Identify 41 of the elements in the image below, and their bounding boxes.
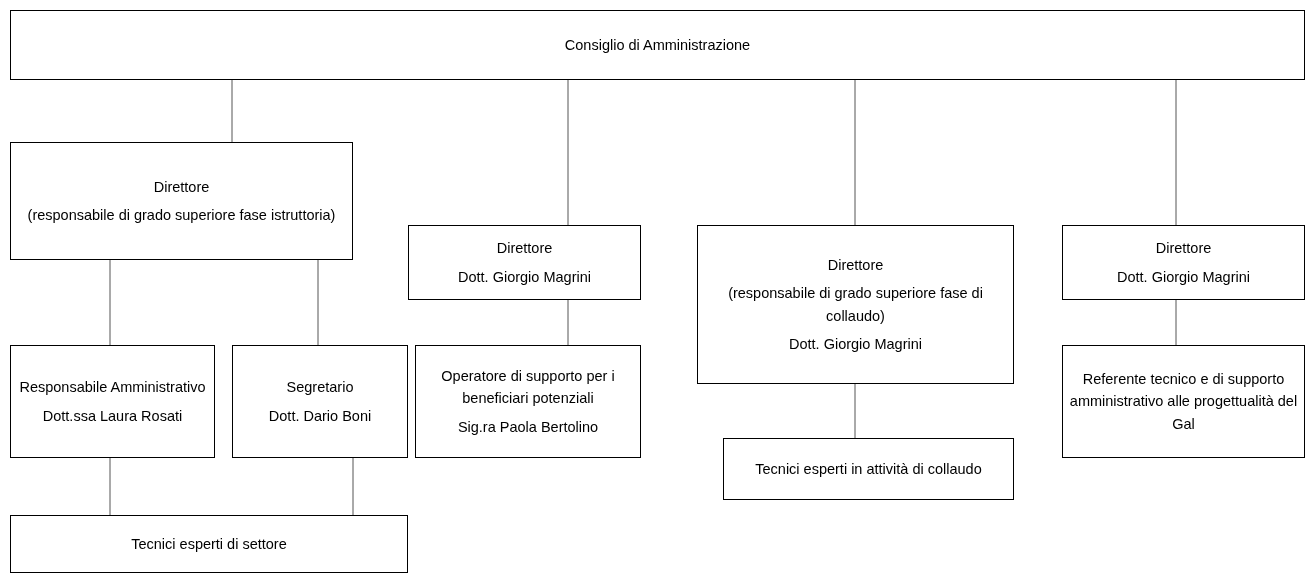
box-text: Responsabile Amministrativo [19,378,206,398]
org-box [10,515,408,573]
connector-line [854,79,856,226]
org-box [10,10,1305,80]
box-text: Direttore [496,239,553,259]
connector-line [854,383,856,439]
box-text: Direttore [1155,239,1212,259]
connector-line [567,299,569,346]
connector-line [352,457,354,516]
connector-line [109,259,111,346]
connector-line [1175,79,1177,226]
box-text: Operatore di supporto per i beneficiari potenziali [440,366,616,409]
connector-line [109,457,111,516]
org-box [1062,225,1305,300]
box-text: Segretario [286,378,354,398]
connector-line [231,79,233,143]
box-text: Dott. Dario Boni [268,406,372,426]
org-box [697,225,1014,384]
box-text: Consiglio di Amministrazione [564,35,751,55]
box-text: Dott. Giorgio Magrini [458,267,591,287]
org-box [10,142,353,260]
connector-line [317,259,319,346]
box-text: (responsabile di grado superiore fase di collaudo) [727,284,984,326]
org-box [723,438,1014,500]
box-text: Dott. Giorgio Magrini [1117,267,1250,287]
org-box [415,345,641,458]
box-text: Tecnici esperti di settore [131,534,287,554]
box-text: Tecnici esperti in attività di collaudo [755,459,982,479]
box-text: Dott. Giorgio Magrini [789,334,922,354]
box-text: Direttore [827,255,884,275]
connector-line [567,79,569,226]
box-text: Direttore [153,177,210,197]
org-box [10,345,215,458]
box-text: Dott.ssa Laura Rosati [42,406,183,426]
org-box [1062,345,1305,458]
org-box [408,225,641,300]
box-text: (responsabile di grado superiore fase istruttoria) [27,206,336,225]
box-text: Sig.ra Paola Bertolino [457,417,599,437]
org-box [232,345,408,458]
box-text: Referente tecnico e di supporto amministrativo alle progettualità del Gal [1069,369,1298,434]
connector-line [1175,299,1177,346]
